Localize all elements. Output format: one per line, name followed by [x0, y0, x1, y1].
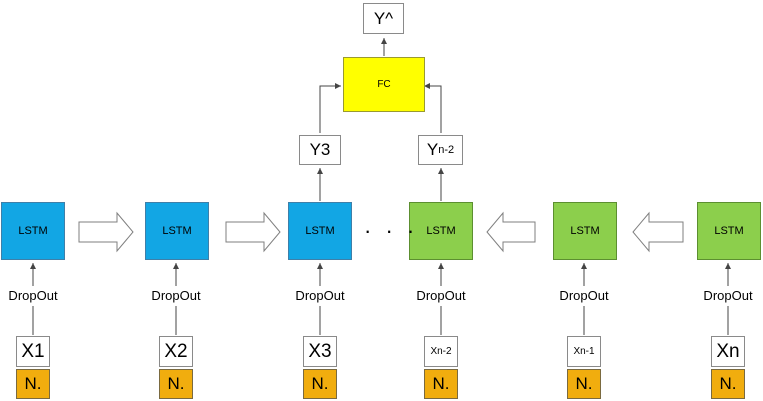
lstm-cell-6: LSTM: [697, 202, 761, 260]
input-x3: X3: [303, 336, 337, 367]
lstm-cell-4: LSTM: [409, 202, 473, 260]
input-x1: X1: [16, 336, 50, 367]
yn2-subscript: n-2: [438, 144, 455, 156]
block-arrow-left-1: [486, 211, 536, 253]
input-xn-1: Xn-1: [567, 336, 601, 367]
dropout-label-1: DropOut: [8, 288, 58, 303]
input-xn-2: Xn-2: [424, 336, 458, 367]
dropout-label-6: DropOut: [703, 288, 753, 303]
input-x2: X2: [159, 336, 193, 367]
norm-box-5: N.: [567, 369, 601, 399]
fc-layer: FC: [343, 57, 425, 112]
dropout-label-2: DropOut: [151, 288, 201, 303]
norm-box-1: N.: [16, 369, 50, 399]
ellipsis: · · ·: [364, 218, 419, 243]
lstm-cell-5: LSTM: [553, 202, 617, 260]
norm-box-4: N.: [424, 369, 458, 399]
norm-box-3: N.: [303, 369, 337, 399]
lstm-cell-2: LSTM: [145, 202, 209, 260]
dropout-label-3: DropOut: [295, 288, 345, 303]
block-arrow-right-1: [78, 211, 134, 253]
lstm-cell-3: LSTM: [288, 202, 352, 260]
block-arrow-left-2: [632, 211, 684, 253]
yn2-main: Y: [426, 140, 439, 159]
arrow-yn2-fc: [424, 83, 442, 133]
lstm-cell-1: LSTM: [1, 202, 65, 260]
block-arrow-right-2: [225, 211, 281, 253]
y3-box: Y3: [299, 135, 341, 165]
dropout-label-4: DropOut: [416, 288, 466, 303]
arrow-y3-fc: [319, 83, 341, 133]
output-box: Y^: [363, 3, 404, 34]
dropout-label-5: DropOut: [559, 288, 609, 303]
norm-box-2: N.: [159, 369, 193, 399]
input-xn: Xn: [711, 336, 745, 367]
norm-box-6: N.: [711, 369, 745, 399]
